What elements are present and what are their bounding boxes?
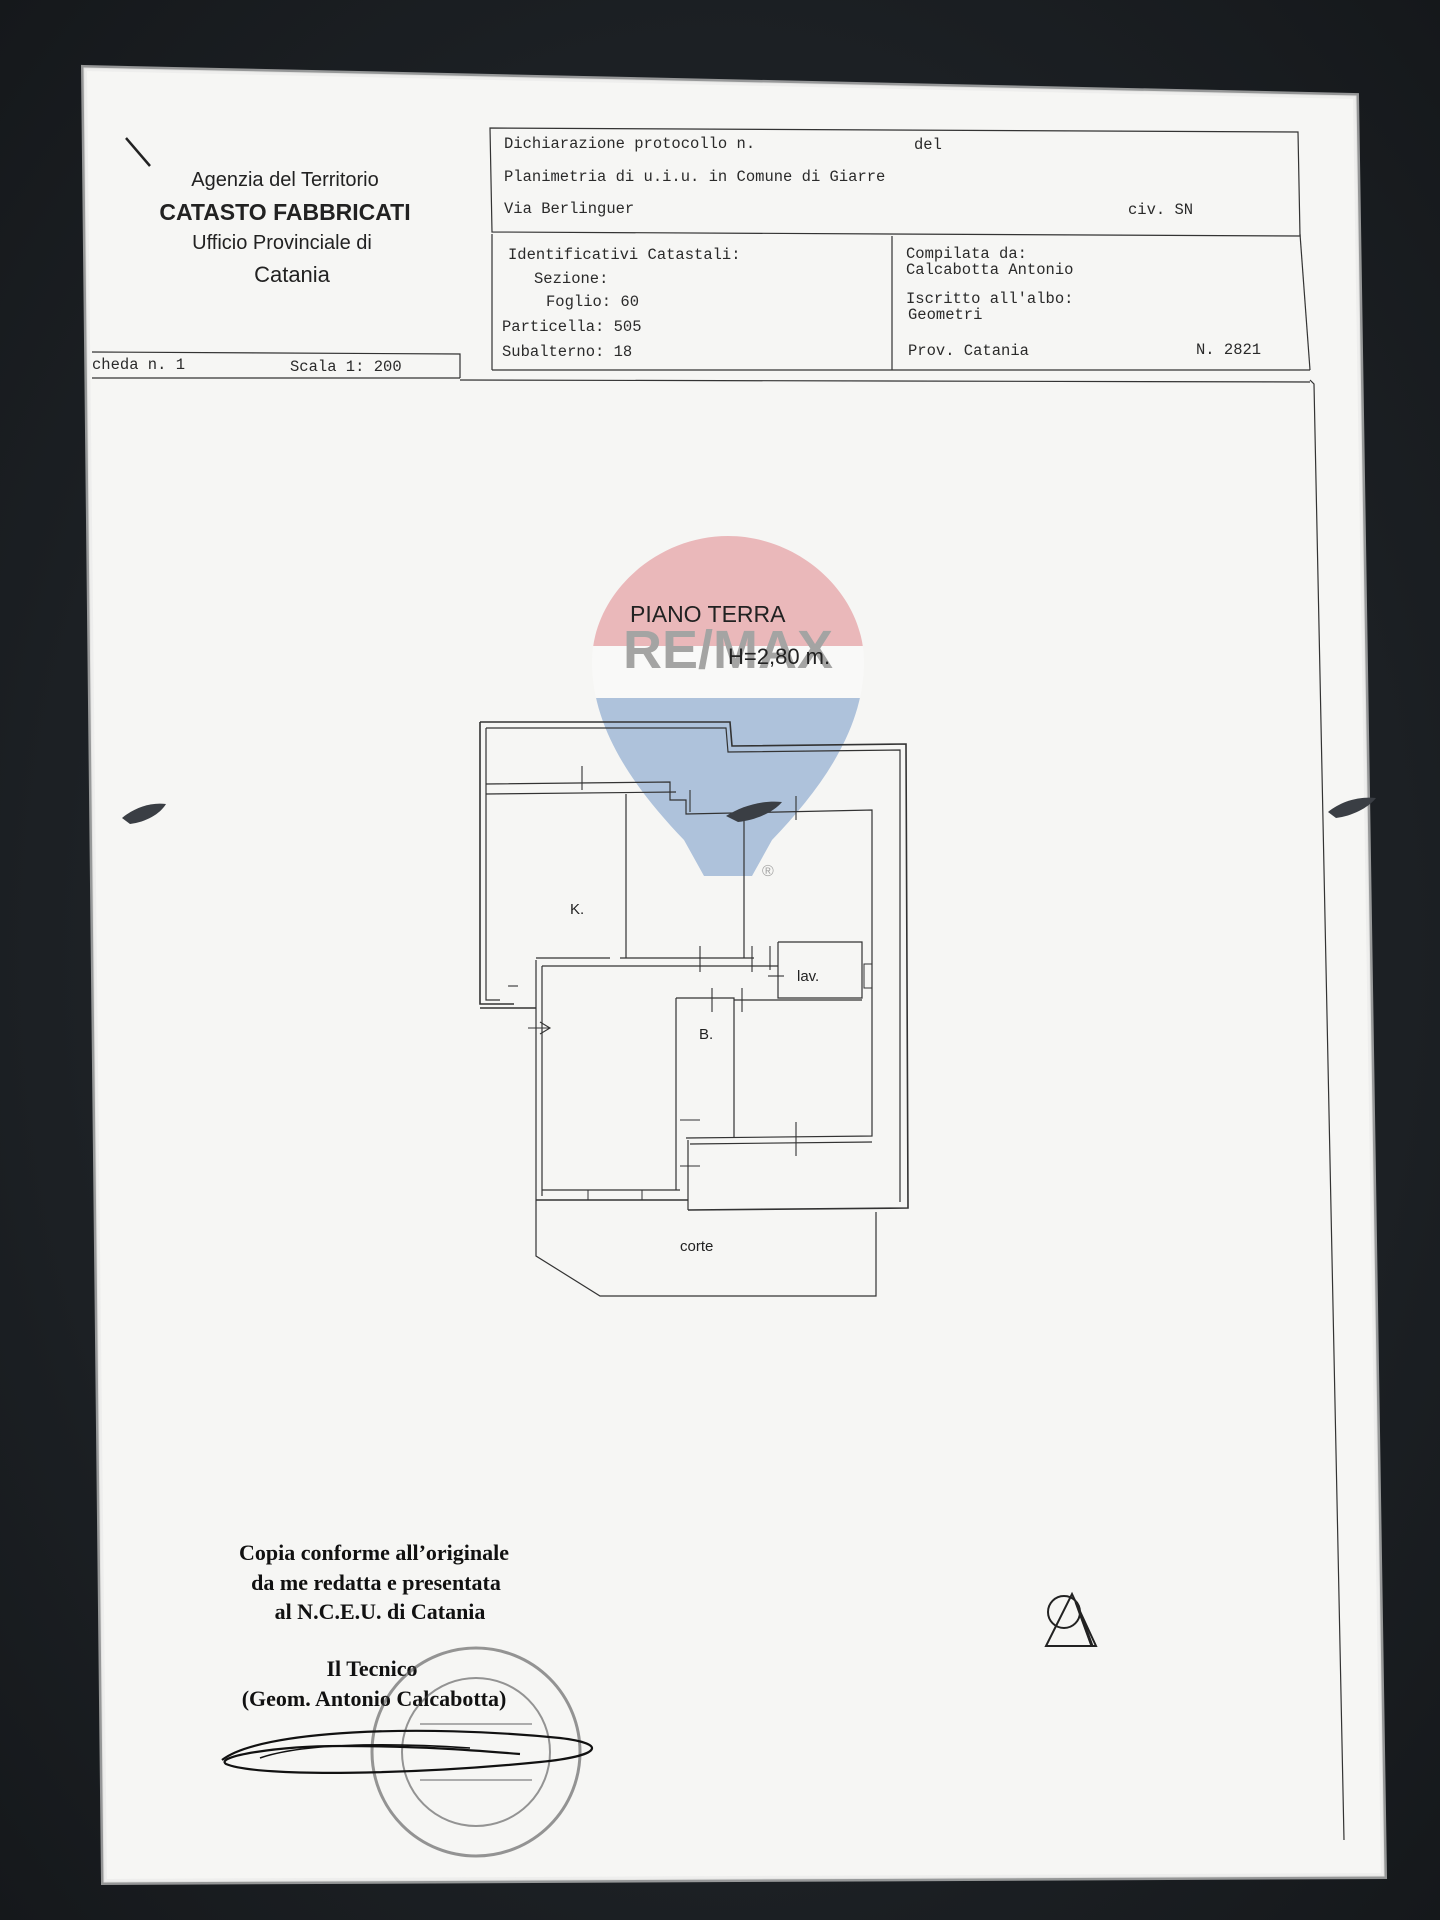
subalterno-label: Subalterno: 18: [502, 343, 632, 361]
civ-label: civ. SN: [1128, 201, 1193, 219]
corner-mark: [125, 137, 151, 167]
iscritto-title: Iscritto all'albo:: [906, 290, 1073, 308]
protocol-box: Dichiarazione protocollo n. del Planimet…: [489, 127, 1311, 371]
iscritto-value: Geometri: [908, 306, 982, 324]
del-label: del: [914, 136, 942, 154]
certification-block: Copia conforme all’originale da me redat…: [239, 1540, 509, 1711]
scheda-label: cheda n. 1: [92, 356, 185, 374]
signature: [221, 1729, 594, 1774]
frame-border: [1309, 379, 1345, 1841]
ufficio-label: Ufficio Provinciale di: [192, 232, 372, 254]
copy-line-1: Copia conforme all’originale: [239, 1540, 509, 1565]
scheda-box: cheda n. 1 Scala 1: 200: [91, 351, 461, 379]
copy-line-3: al N.C.E.U. di Catania: [275, 1599, 486, 1624]
laundry-label: lav.: [797, 968, 819, 985]
agency-name: Agenzia del Territorio: [191, 169, 379, 191]
identificativi-title: Identificativi Catastali:: [508, 246, 741, 264]
tecnico-name: (Geom. Antonio Calcabotta): [242, 1686, 507, 1711]
agency-block: Agenzia del Territorio CATASTO FABBRICAT…: [159, 169, 410, 287]
punch-holes: [122, 797, 1376, 824]
compilata-name: Calcabotta Antonio: [906, 261, 1073, 279]
kitchen-label: K.: [570, 901, 584, 918]
sezione-label: Sezione:: [534, 270, 608, 288]
scala-label: Scala 1: 200: [290, 358, 402, 376]
dichiarazione-label: Dichiarazione protocollo n.: [504, 135, 755, 153]
via-label: Via Berlinguer: [504, 200, 634, 218]
floor-title: PIANO TERRA: [630, 601, 786, 627]
city-label: Catania: [254, 262, 331, 287]
surveyor-logo: [1044, 1591, 1098, 1647]
courtyard-label: corte: [680, 1238, 713, 1255]
compilata-title: Compilata da:: [906, 245, 1027, 263]
planimetria-label: Planimetria di u.i.u. in Comune di Giarr…: [504, 168, 885, 186]
bath-label: B.: [699, 1026, 713, 1043]
catasto-title: CATASTO FABBRICATI: [159, 199, 410, 225]
prov-label: Prov. Catania: [908, 342, 1029, 360]
floor-height: H=2,80 m.: [728, 644, 830, 669]
numero-label: N. 2821: [1196, 341, 1261, 359]
registered-mark: ®: [762, 863, 774, 880]
foglio-label: Foglio: 60: [546, 293, 639, 311]
surveyor-stamp: [370, 1646, 582, 1858]
copy-line-2: da me redatta e presentata: [251, 1570, 501, 1595]
floor-plan: K. lav. B. corte: [479, 721, 909, 1297]
particella-label: Particella: 505: [502, 318, 642, 336]
remax-logo-text: RE/MAX: [623, 620, 833, 680]
